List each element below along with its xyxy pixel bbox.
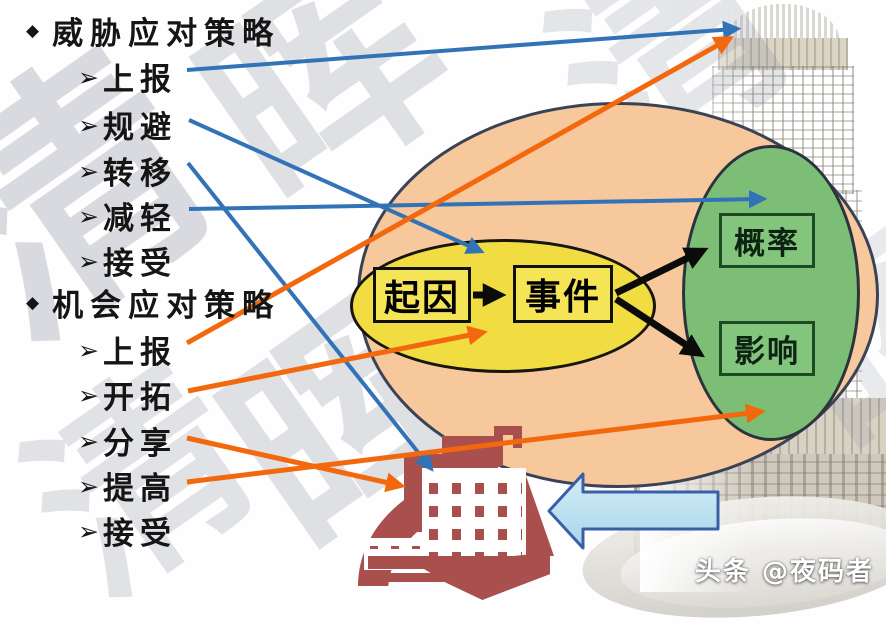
opportunity-item-label: 接受 <box>102 516 177 552</box>
arrow-opp-escalate-to-tower <box>185 36 734 346</box>
opportunity-item-share: ➢ 分享 <box>78 418 177 463</box>
opportunity-item-exploit: ➢ 开拓 <box>78 372 177 417</box>
feedback-block-arrow <box>547 472 720 550</box>
arrow-bullet-icon: ➢ <box>78 517 99 546</box>
arrow-bullet-icon: ➢ <box>78 381 99 410</box>
byline: 头条 @夜码者 <box>694 557 874 587</box>
arrow-bullet-icon: ➢ <box>78 63 99 92</box>
threat-item-label: 转移 <box>102 156 177 192</box>
opportunity-item-label: 上报 <box>102 335 177 371</box>
threat-section-title: ◆ 威胁应对策略 <box>26 8 280 53</box>
arrow-threat-escalate-to-tower <box>186 20 742 72</box>
event-box: 事件 <box>513 265 613 323</box>
opportunity-item-accept: ➢ 接受 <box>78 508 177 553</box>
probability-box: 概率 <box>719 213 815 268</box>
opportunity-item-label: 提高 <box>102 471 177 507</box>
impact-box: 影响 <box>719 321 815 376</box>
arrow-bullet-icon: ➢ <box>78 247 99 276</box>
arrow-opp-share-to-third-party <box>186 435 406 493</box>
threat-item-escalate: ➢ 上报 <box>78 54 177 99</box>
threat-item-mitigate: ➢ 减轻 <box>78 193 177 238</box>
threat-item-label: 减轻 <box>102 201 177 237</box>
arrow-opp-exploit-to-cause <box>187 325 488 394</box>
threat-item-accept: ➢ 接受 <box>78 238 177 283</box>
arrow-bullet-icon: ➢ <box>78 427 99 456</box>
threat-title-label: 威胁应对策略 <box>52 16 281 52</box>
threat-item-label: 规避 <box>102 110 177 146</box>
arrow-threat-avoid-to-cause <box>188 118 485 254</box>
arrow-threat-transfer-to-third-party <box>186 161 434 472</box>
building-base-bar <box>388 573 486 582</box>
diamond-bullet-icon: ◆ <box>26 20 40 41</box>
threat-item-label: 接受 <box>102 246 177 282</box>
diamond-bullet-icon: ◆ <box>26 292 40 313</box>
arrow-event-to-probability <box>614 247 709 297</box>
probability-label: 概率 <box>734 226 800 262</box>
arrow-bullet-icon: ➢ <box>78 472 99 501</box>
cause-label: 起因 <box>383 278 460 319</box>
arrow-threat-mitigate-to-assessment <box>188 189 768 211</box>
opportunity-item-escalate: ➢ 上报 <box>78 327 177 372</box>
event-label: 事件 <box>524 277 601 318</box>
arrow-event-to-impact <box>614 296 705 358</box>
building-facade-windows <box>422 468 526 566</box>
cause-box: 起因 <box>373 267 471 323</box>
opportunity-item-label: 分享 <box>102 426 177 462</box>
arrow-bullet-icon: ➢ <box>78 202 99 231</box>
building-antenna-stub <box>513 426 522 448</box>
threat-item-avoid: ➢ 规避 <box>78 102 177 147</box>
threat-item-transfer: ➢ 转移 <box>78 148 177 193</box>
building-antenna <box>494 432 503 466</box>
arrow-bullet-icon: ➢ <box>78 157 99 186</box>
arrow-bullet-icon: ➢ <box>78 111 99 140</box>
threat-item-label: 上报 <box>102 62 177 98</box>
feedback-block-arrow-layer <box>547 472 720 550</box>
arrow-opp-enhance-to-assessment <box>186 403 766 485</box>
impact-label: 影响 <box>734 334 800 370</box>
opportunity-section-title: ◆ 机会应对策略 <box>26 280 280 325</box>
assessment-ellipse <box>682 145 860 441</box>
opportunity-item-enhance: ➢ 提高 <box>78 463 177 508</box>
opportunity-title-label: 机会应对策略 <box>52 288 281 324</box>
opportunity-item-label: 开拓 <box>102 380 177 416</box>
arrow-bullet-icon: ➢ <box>78 336 99 365</box>
connector-arrows-layer <box>185 20 768 493</box>
building-antenna-bar <box>494 426 522 435</box>
